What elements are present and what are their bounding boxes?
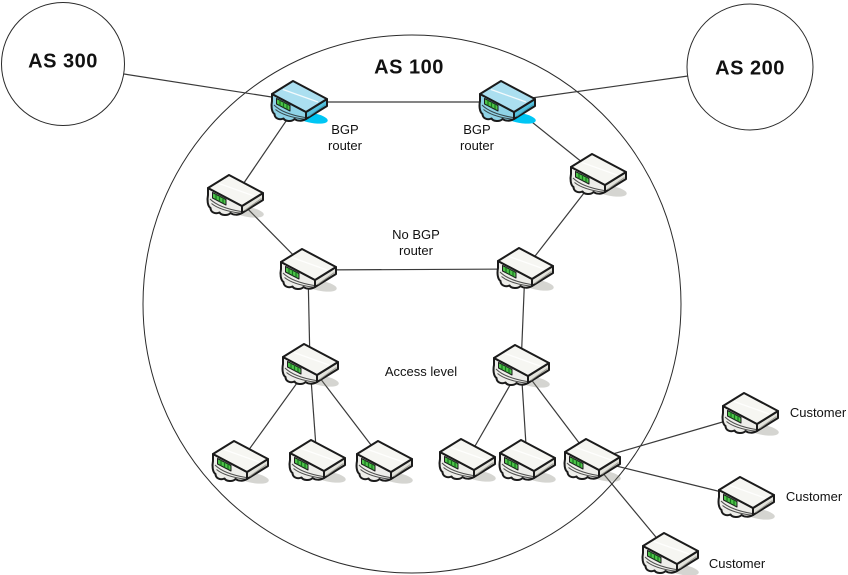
leaf-router-5-icon	[498, 439, 558, 486]
bgp-router-west-label: BGP router	[328, 122, 362, 154]
leaf-router-4-icon	[438, 438, 498, 485]
core-router-east-icon	[569, 153, 629, 200]
link-nobgp-west-nobgp-east	[307, 268, 526, 271]
leaf-router-2-icon	[288, 439, 348, 486]
bgp-router-east-label-line1: BGP	[463, 122, 491, 137]
no-bgp-router-label: No BGP router	[392, 227, 440, 259]
bgp-router-west-label-line2: router	[328, 138, 362, 153]
customer-router-3-icon	[641, 532, 701, 575]
customer-router-2-icon	[717, 476, 777, 523]
core-router-west-icon	[206, 174, 266, 221]
bgp-router-west-label-line1: BGP	[331, 122, 359, 137]
access-router-east-icon	[492, 344, 552, 391]
bgp-router-east-label-line2: router	[460, 138, 494, 153]
customer-2-label: Customer	[785, 489, 843, 504]
as300-cloud-circle	[1, 2, 125, 126]
as100-label: AS 100	[374, 56, 444, 79]
customer-3-label: Customer	[708, 556, 766, 571]
customer-router-1-icon	[721, 392, 781, 439]
access-level-label: Access level	[384, 364, 458, 379]
no-bgp-router-west-icon	[279, 248, 339, 295]
link-as200-bgp-east	[509, 75, 689, 102]
no-bgp-router-east-icon	[496, 247, 556, 294]
as200-label: AS 200	[715, 57, 785, 80]
as300-label: AS 300	[28, 50, 98, 73]
no-bgp-router-label-line1: No BGP	[392, 227, 440, 242]
bgp-router-east-label: BGP router	[460, 122, 494, 154]
bgp-router-west-icon	[270, 80, 330, 127]
customer-1-label: Customer	[789, 405, 847, 420]
leaf-router-3-icon	[355, 440, 415, 487]
access-router-west-icon	[281, 343, 341, 390]
as200-cloud-circle	[686, 3, 814, 131]
leaf-router-6-icon	[563, 438, 623, 485]
no-bgp-router-label-line2: router	[399, 243, 433, 258]
as100-boundary-circle	[142, 34, 682, 574]
bgp-router-east-icon	[478, 80, 538, 127]
link-as300-bgp-west	[123, 73, 298, 102]
leaf-router-1-icon	[211, 440, 271, 487]
